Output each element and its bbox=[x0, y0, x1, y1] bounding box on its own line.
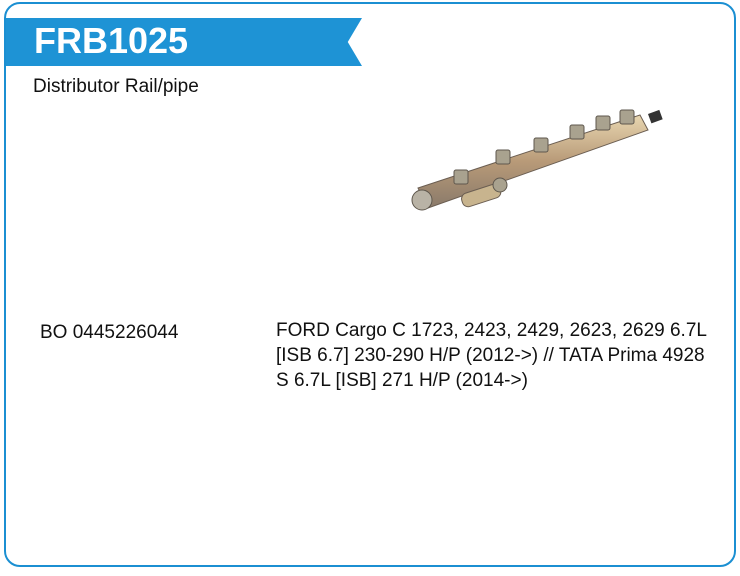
product-description: Distributor Rail/pipe bbox=[33, 76, 199, 97]
oem-reference: BO 0445226044 bbox=[40, 322, 179, 343]
product-card bbox=[4, 2, 736, 567]
title-banner bbox=[6, 18, 362, 66]
product-code: FRB1025 bbox=[34, 20, 189, 61]
vehicle-applications: FORD Cargo C 1723, 2423, 2429, 2623, 262… bbox=[276, 320, 707, 391]
distributor-rail-image bbox=[411, 109, 663, 211]
